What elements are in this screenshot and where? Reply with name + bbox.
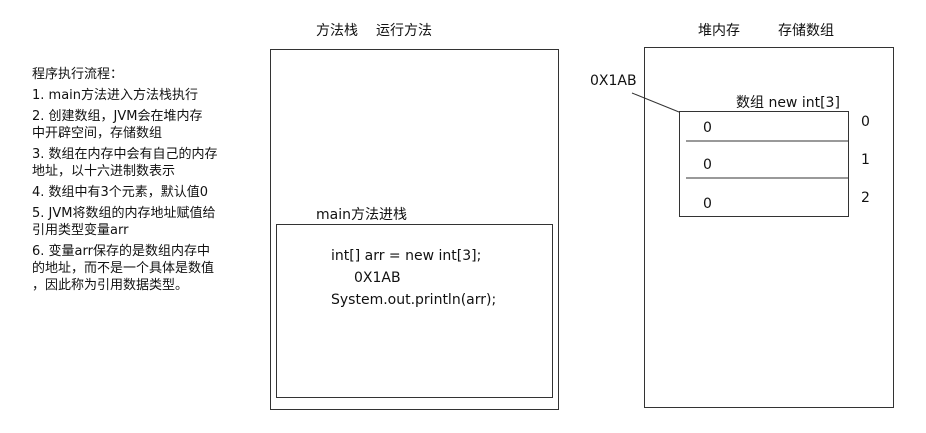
- stack-title-left: 方法栈: [316, 23, 358, 39]
- array-index-1: 1: [861, 152, 870, 168]
- step-3: 3. 数组在内存中会有自己的内存 地址，以十六进制数表示: [32, 147, 218, 179]
- address-pointer-line: [631, 92, 680, 113]
- heap-title-left: 堆内存: [698, 23, 740, 39]
- heap-title-right: 存储数组: [778, 23, 834, 39]
- array-label: 数组 new int[3]: [736, 95, 840, 111]
- main-stack-frame: [276, 224, 553, 398]
- code-line-declaration: int[] arr = new int[3];: [331, 248, 482, 264]
- heap-box: [644, 47, 894, 408]
- code-line-address: 0X1AB: [354, 270, 401, 286]
- step-6: 6. 变量arr保存的是数组内存中 的地址，而不是一个具体是数值 ，因此称为引用…: [32, 244, 215, 293]
- heap-address-label: 0X1AB: [590, 73, 637, 89]
- step-4: 4. 数组中有3个元素，默认值0: [32, 185, 209, 200]
- array-index-0: 0: [861, 114, 870, 130]
- code-line-print: System.out.println(arr);: [331, 292, 497, 308]
- method-stack-box: [270, 49, 559, 410]
- step-5: 5. JVM将数组的内存地址赋值给 引用类型变量arr: [32, 206, 216, 238]
- array-cell-2: 0: [703, 196, 712, 212]
- array-cell-0: 0: [703, 120, 712, 136]
- array-box: [679, 111, 849, 217]
- array-cell-1: 0: [703, 157, 712, 173]
- steps-title: 程序执行流程：: [32, 67, 124, 82]
- stack-title-right: 运行方法: [376, 23, 432, 39]
- step-2: 2. 创建数组，JVM会在堆内存 中开辟空间，存储数组: [32, 109, 203, 141]
- execution-steps: 程序执行流程： 1. main方法进入方法栈执行 2. 创建数组，JVM会在堆内…: [32, 66, 218, 294]
- step-1: 1. main方法进入方法栈执行: [32, 88, 199, 103]
- array-index-2: 2: [861, 190, 870, 206]
- main-frame-label: main方法进栈: [316, 207, 407, 223]
